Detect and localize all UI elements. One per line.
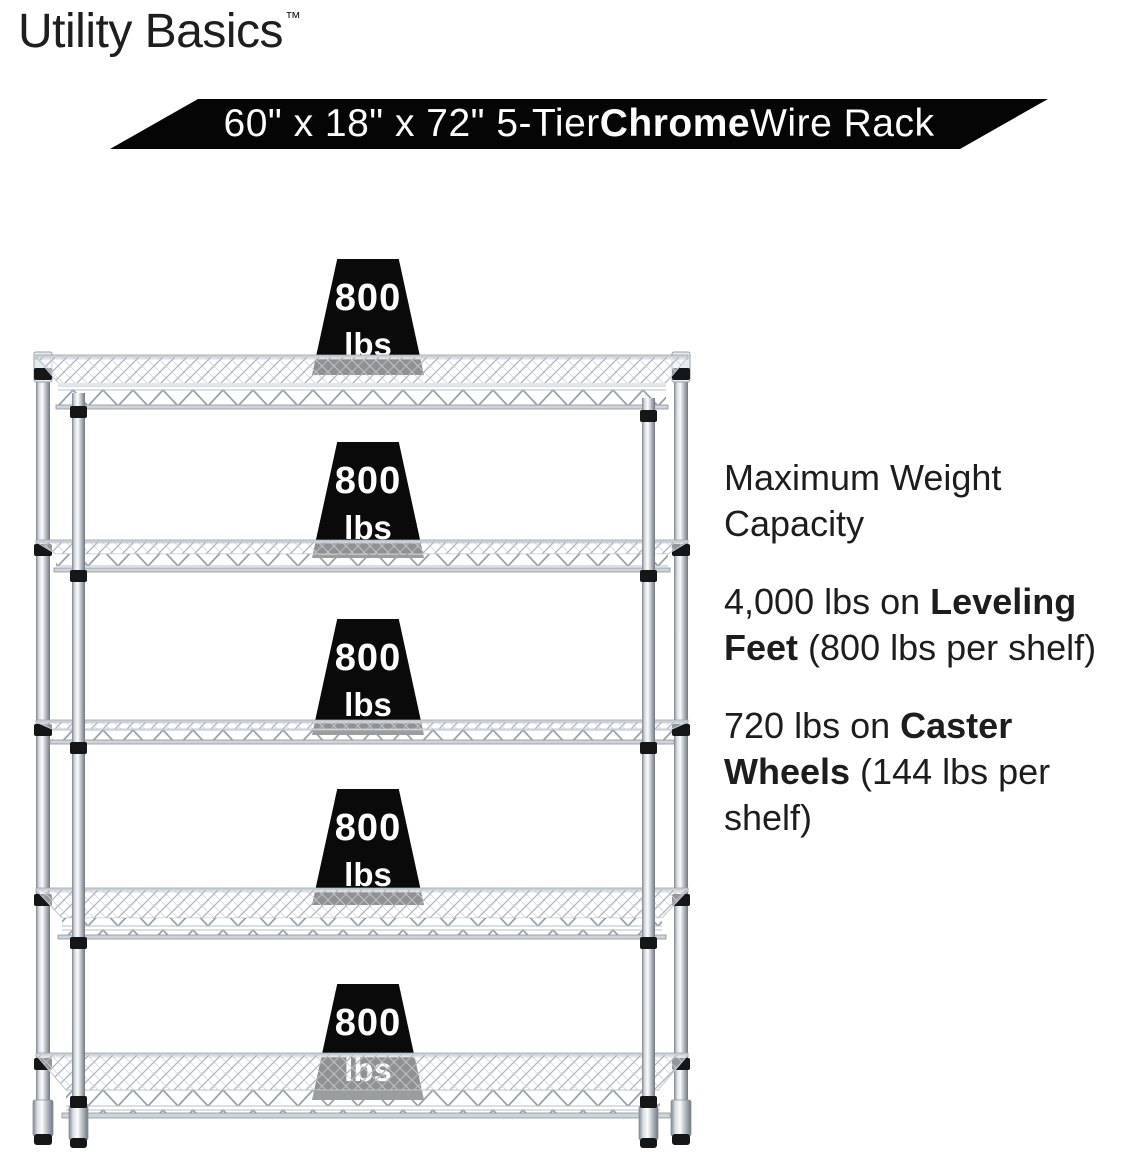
product-title-pre: 60" x 18" x 72" 5-Tier bbox=[223, 102, 600, 145]
brand-name: Utility Basics bbox=[18, 5, 284, 58]
weight-unit: lbs bbox=[344, 856, 392, 893]
rear-left-post bbox=[32, 351, 54, 1145]
product-title-post: Wire Rack bbox=[750, 102, 935, 145]
front-left-post bbox=[68, 393, 89, 1148]
weight-value: 800 bbox=[334, 807, 402, 849]
capacity-heading: Maximum Weight Capacity bbox=[724, 457, 1002, 544]
front-right-post bbox=[638, 398, 659, 1148]
shelf-1 bbox=[34, 354, 690, 410]
weight-unit: lbs bbox=[344, 509, 392, 546]
weight-value: 800 bbox=[334, 637, 402, 679]
shelf-5 bbox=[34, 1052, 690, 1119]
capacity-spec-leveling-feet: 4,000 lbs on Leveling Feet (800 lbs per … bbox=[724, 579, 1123, 671]
product-title-banner: 60" x 18" x 72" 5-Tier Chrome Wire Rack bbox=[110, 99, 1048, 149]
front-post-collars bbox=[70, 406, 657, 1108]
shelf-3 bbox=[35, 719, 689, 745]
spec-post: (800 lbs per shelf) bbox=[798, 627, 1097, 668]
shelf-4 bbox=[34, 887, 690, 940]
rear-post-collars bbox=[34, 368, 690, 1070]
spec-bold: Leveling Feet bbox=[724, 581, 1077, 668]
weight-unit: lbs bbox=[344, 686, 392, 723]
brand-trademark: ™ bbox=[285, 10, 301, 27]
spec-bold: Caster Wheels bbox=[724, 705, 1013, 792]
product-title-bold: Chrome bbox=[599, 102, 751, 145]
capacity-spec-caster-wheels: 720 lbs on Caster Wheels (144 lbs per sh… bbox=[724, 703, 1123, 841]
spec-post: (144 lbs per shelf) bbox=[724, 751, 1051, 838]
rear-right-post bbox=[670, 351, 692, 1145]
specs-column: Maximum Weight Capacity 4,000 lbs on Lev… bbox=[724, 455, 1123, 841]
shelf-2 bbox=[34, 539, 690, 573]
spec-pre: 720 lbs on bbox=[724, 705, 901, 746]
spec-pre: 4,000 lbs on bbox=[724, 581, 931, 622]
rack-image bbox=[28, 348, 700, 1153]
weight-value: 800 bbox=[334, 460, 402, 502]
weight-value: 800 bbox=[334, 277, 402, 319]
weight-value: 800 bbox=[334, 1002, 402, 1044]
